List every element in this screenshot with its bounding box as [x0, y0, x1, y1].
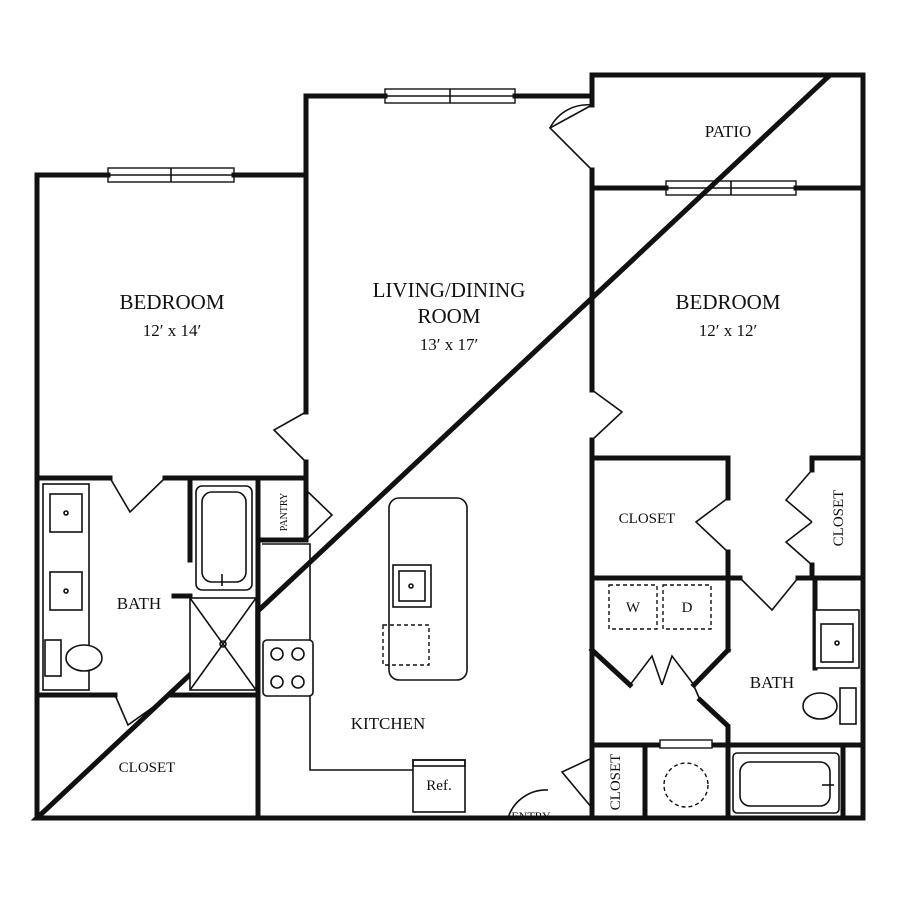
kitchen-island [382, 497, 468, 681]
bedroom-left-door [272, 411, 307, 463]
dryer [662, 584, 712, 630]
room-name-kitchen: KITCHEN [351, 714, 426, 733]
room-name-bedroom-left: BEDROOM [119, 290, 224, 314]
refrigerator-label: Ref. [426, 778, 451, 794]
refrigerator [412, 759, 466, 813]
room-name-closet-right-a: CLOSET [619, 511, 676, 527]
windows [107, 88, 797, 196]
bath-left-door [109, 477, 166, 514]
closet-left-door [114, 694, 171, 727]
stove-icon [262, 639, 314, 697]
pantry-door [305, 489, 334, 541]
entry-closet-door [560, 757, 593, 809]
washer-label: W [626, 600, 641, 616]
utility-window [659, 739, 713, 749]
room-name-bath-right: BATH [750, 673, 794, 692]
room-size-living: 13′ x 17′ [420, 335, 478, 354]
closet-right-a-door [694, 497, 729, 553]
room-name-closet-entry: CLOSET [608, 754, 624, 811]
room-size-bedroom-right: 12′ x 12′ [699, 321, 757, 340]
laundry-door [629, 654, 695, 686]
room-name-bath-left: BATH [117, 594, 161, 613]
vanity-right [814, 609, 860, 669]
water-heater [663, 762, 709, 808]
bedroom-right-door [591, 389, 624, 441]
room-name-bedroom-right: BEDROOM [675, 290, 780, 314]
dishwasher [382, 624, 430, 666]
window-living-top [384, 88, 516, 104]
window-bedroom-left [107, 167, 235, 183]
room-name-pantry: PANTRY [279, 493, 290, 532]
sink-icon [49, 571, 83, 611]
shower-icon [189, 597, 257, 691]
sink-icon [820, 623, 854, 663]
toilet-right-icon [802, 687, 857, 725]
dryer-label: D [682, 600, 693, 616]
sink-icon [49, 493, 83, 533]
window-bedroom-right [665, 180, 797, 196]
room-name-living-2: ROOM [417, 304, 480, 328]
room-name-living-1: LIVING/DINING [373, 278, 526, 302]
room-name-patio: PATIO [705, 122, 752, 141]
bathtub-right-icon [732, 752, 840, 814]
toilet-left-icon [44, 639, 103, 677]
patio-door [548, 104, 593, 171]
bathtub-left-icon [195, 485, 253, 591]
room-name-closet-right-b: CLOSET [831, 490, 847, 547]
walls [30, 72, 866, 821]
room-size-bedroom-left: 12′ x 14′ [143, 321, 201, 340]
washer [608, 584, 658, 630]
room-name-closet-left: CLOSET [119, 760, 176, 776]
bath-right-door [739, 577, 799, 612]
entry-door [507, 789, 549, 819]
labels: BEDROOM 12′ x 14′ LIVING/DINING ROOM 13′… [117, 122, 847, 823]
closet-right-b-door [784, 469, 813, 566]
entry-label: ENTRY [511, 809, 551, 823]
doors [109, 103, 813, 819]
